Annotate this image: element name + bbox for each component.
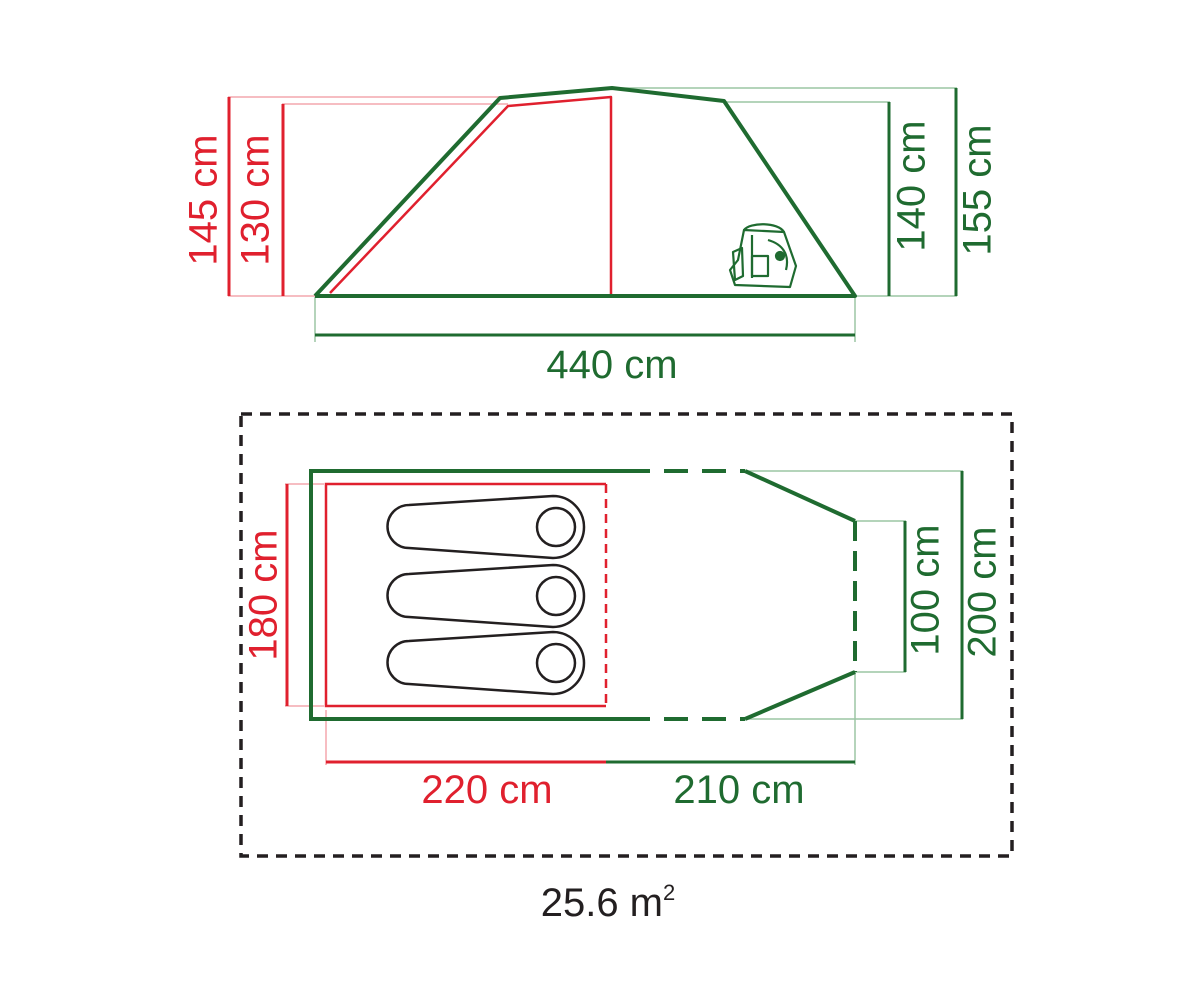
label-155-cm: 155 cm [956, 124, 1000, 255]
sleeping-bag-icon [386, 563, 586, 629]
label-130-cm: 130 cm [234, 134, 278, 265]
label-200-cm: 200 cm [961, 526, 1005, 657]
outer-tent-profile [313, 86, 857, 298]
label-145-cm: 145 cm [182, 134, 226, 265]
side-view: 145 cm 130 cm 140 cm 155 cm 440 cm [182, 86, 1000, 387]
label-210-cm: 210 cm [673, 768, 804, 812]
sleeping-bag-icon [386, 630, 586, 696]
inner-tent-profile [329, 95, 613, 294]
label-area: 25.6 m2 [541, 880, 676, 925]
label-220-cm: 220 cm [421, 768, 552, 812]
sleeping-bag-icon [386, 494, 586, 560]
backpack-icon [728, 223, 798, 289]
area-unit-superscript: 2 [663, 880, 675, 905]
inner-tent-floor [324, 482, 608, 708]
outer-tent-floor [309, 469, 857, 721]
side-view-dimension-lines [227, 88, 958, 337]
label-440-cm: 440 cm [546, 343, 677, 387]
footprint-area-border [239, 412, 1014, 858]
label-140-cm: 140 cm [890, 120, 934, 251]
label-180-cm: 180 cm [242, 529, 286, 660]
side-view-guides [228, 87, 957, 342]
area-value: 25.6 m [541, 881, 663, 925]
floor-plan-dimension-lines [285, 471, 964, 764]
floor-plan: 180 cm 220 cm 210 cm 100 cm 200 cm 25.6 … [239, 412, 1014, 925]
label-100-cm: 100 cm [904, 524, 948, 655]
